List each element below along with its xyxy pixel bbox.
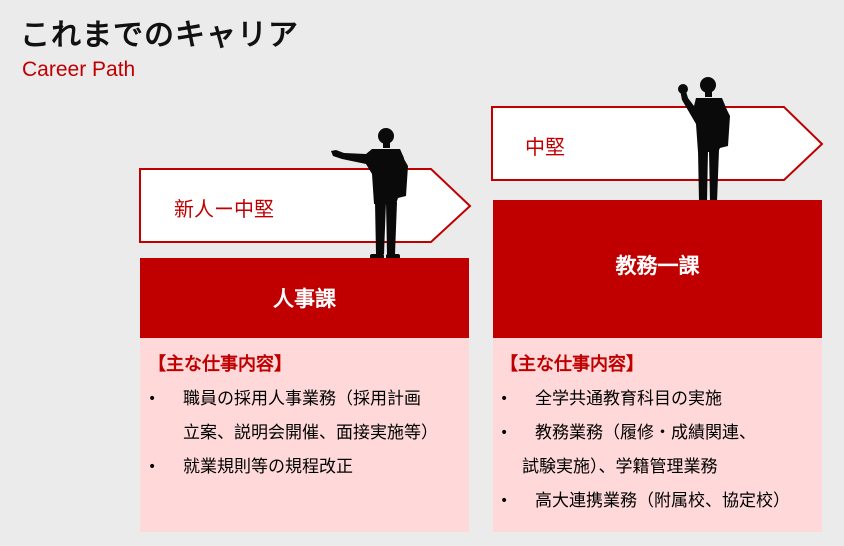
bullet-icon: •: [500, 391, 509, 407]
bullet-icon: •: [148, 459, 157, 475]
stage-1-duty-item: • 就業規則等の規程改正: [148, 450, 464, 484]
duty-line: 教務業務（履修・成績関連、: [535, 423, 756, 443]
duty-line: 就業規則等の規程改正: [183, 457, 353, 477]
stage-2-department: 教務一課: [493, 200, 822, 338]
duty-line: 全学共通教育科目の実施: [535, 389, 722, 409]
stage-2-duties-panel: [493, 338, 822, 532]
duty-line: 試験実施）、学籍管理業務: [522, 457, 718, 477]
stage-1-duty-item: • 職員の採用人事業務（採用計画 立案、説明会開催、面接実施等）: [148, 382, 464, 450]
stage-2-duty-item: • 高大連携業務（附属校、協定校）: [500, 484, 820, 518]
duty-line: 立案、説明会開催、面接実施等）: [183, 423, 438, 443]
bullet-icon: •: [148, 391, 157, 407]
page-title: これまでのキャリア: [20, 18, 299, 53]
stage-2-arrow: [491, 106, 825, 182]
stage-2-department-label: 教務一課: [615, 254, 700, 278]
stage-2-duties-heading: 【主な仕事内容】: [500, 354, 644, 375]
bullet-icon: •: [500, 425, 509, 441]
stage-1-department-label: 人事課: [273, 287, 336, 311]
bullet-icon: •: [500, 493, 509, 509]
stage-2-duty-item: • 全学共通教育科目の実施: [500, 382, 820, 416]
duty-line: 高大連携業務（附属校、協定校）: [535, 491, 790, 511]
stage-1-department: 人事課: [140, 258, 469, 338]
stage-2-duty-item: • 教務業務（履修・成績関連、 試験実施）、学籍管理業務: [500, 416, 820, 484]
person-cheering-icon: [674, 76, 732, 216]
stage-1-duties-panel: [140, 338, 469, 532]
person-pointing-icon: [328, 126, 412, 266]
stage-1-arrow-label: 新人ー中堅: [174, 197, 274, 221]
page-subtitle: Career Path: [22, 58, 136, 81]
stage-2-arrow-label: 中堅: [525, 135, 565, 159]
stage-1-duties-heading: 【主な仕事内容】: [148, 354, 292, 375]
duty-line: 職員の採用人事業務（採用計画: [183, 389, 421, 409]
